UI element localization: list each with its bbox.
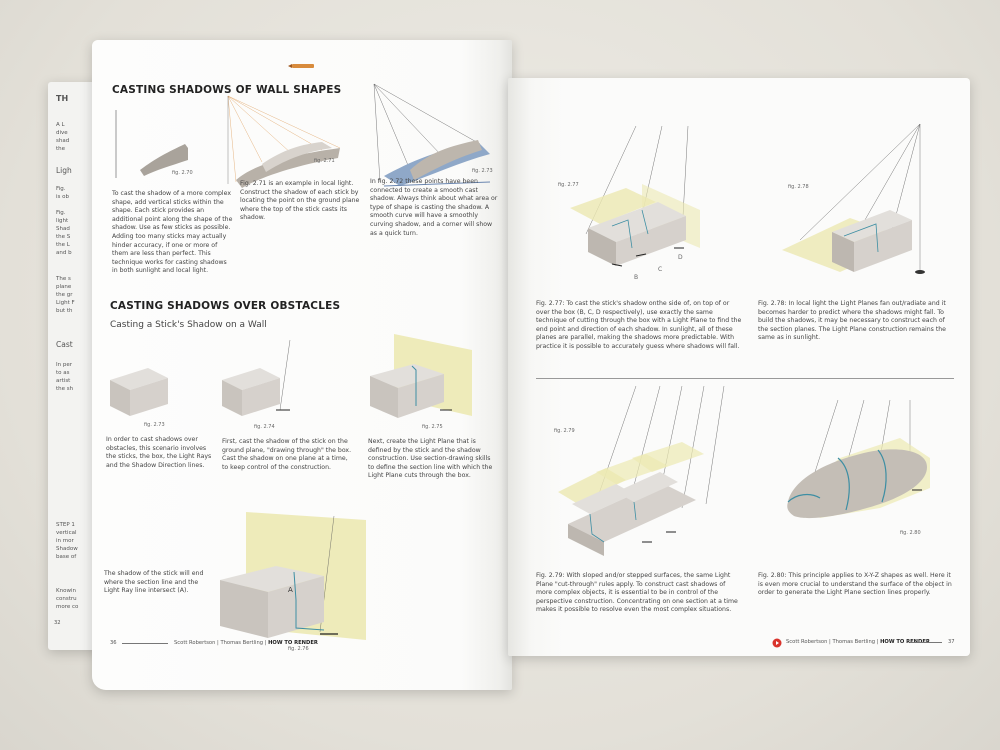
right-footer-rule	[910, 642, 942, 643]
label-point-c: C	[658, 266, 663, 273]
illustration-fig-280	[787, 399, 930, 519]
play-logo-icon	[772, 638, 782, 648]
underlying-text-fragment: Fig.	[56, 210, 66, 216]
text-fig-273: In order to cast shadows over obstacles,…	[106, 436, 212, 469]
text-fig-280: Fig. 2.80: This principle applies to X-Y…	[758, 572, 952, 597]
underlying-text-fragment: shad	[56, 138, 70, 144]
section-title-obstacles: CASTING SHADOWS OVER OBSTACLES	[110, 300, 341, 312]
underlying-text-fragment: more co	[56, 604, 79, 610]
illustration-fig-270	[115, 110, 188, 178]
underlying-text-fragment: vertical	[56, 530, 77, 536]
fig-label-280: fig. 2.80	[900, 530, 921, 536]
section-title-wall-shapes: CASTING SHADOWS OF WALL SHAPES	[112, 84, 342, 96]
fig-label-274: fig. 2.74	[254, 424, 275, 430]
fig-label-273: fig. 2.73	[144, 422, 165, 428]
illustration-fig-275	[370, 334, 472, 418]
fig-label-278: fig. 2.78	[788, 184, 809, 190]
fig-label-276: fig. 2.76	[288, 646, 309, 652]
underlying-text-fragment: the	[56, 146, 66, 152]
underlying-page-number: 32	[54, 620, 61, 626]
text-fig-270: To cast the shadow of a more complex sha…	[112, 190, 233, 275]
underlying-text-fragment: A L	[56, 122, 65, 128]
underlying-text-fragment: artist	[56, 378, 71, 384]
underlying-text-fragment: Knowin	[56, 588, 76, 594]
underlying-text-fragment: in mor	[56, 538, 74, 544]
text-fig-277: Fig. 2.77: To cast the stick's shadow on…	[536, 300, 742, 350]
fig-label-273-top: fig. 2.73	[472, 168, 493, 174]
underlying-text-fragment: but th	[56, 308, 73, 314]
right-page-number: 37	[948, 639, 955, 645]
fig-label-270: fig. 2.70	[172, 170, 193, 176]
underlying-text-fragment: STEP 1	[56, 522, 75, 528]
text-fig-276: The shadow of the stick will end where t…	[104, 570, 204, 595]
underlying-text-fragment: and b	[56, 250, 72, 256]
pencil-icon	[288, 64, 314, 68]
illustration-fig-273	[110, 368, 168, 416]
left-page: CASTING SHADOWS OF WALL SHAPES fig. 2.70…	[92, 40, 512, 690]
fig-label-277: fig. 2.77	[558, 182, 579, 188]
fig-label-275: fig. 2.75	[422, 424, 443, 430]
right-footer-authors: Scott Robertson | Thomas Bertling | HOW …	[786, 639, 930, 645]
label-point-b: B	[634, 274, 639, 281]
text-fig-278: Fig. 2.78: In local light the Light Plan…	[758, 300, 946, 342]
underlying-text-fragment: the gr	[56, 292, 73, 298]
underlying-text-fragment: the sh	[56, 386, 74, 392]
illustration-fig-274	[222, 339, 291, 416]
fig-label-279: fig. 2.79	[554, 428, 575, 434]
text-fig-279: Fig. 2.79: With sloped and/or stepped su…	[536, 572, 738, 614]
illustration-fig-277	[570, 125, 700, 267]
underlying-text-fragment: light	[56, 218, 69, 224]
illustration-fig-279	[558, 385, 725, 556]
underlying-text-fragment: The s	[56, 276, 71, 282]
text-fig-271: Fig. 2.71 is an example in local light. …	[240, 180, 360, 222]
underlying-text-fragment: Light F	[56, 300, 75, 306]
underlying-text-fragment: Fig.	[56, 186, 66, 192]
underlying-text-fragment: the S	[56, 234, 71, 240]
illustration-fig-271	[227, 95, 341, 188]
underlying-text-fragment: dive	[56, 130, 68, 136]
left-footer-authors: Scott Robertson | Thomas Bertling | HOW …	[174, 640, 318, 646]
illustration-fig-278	[782, 123, 925, 274]
text-fig-275: Next, create the Light Plane that is def…	[368, 438, 493, 480]
underlying-text-fragment: plane	[56, 284, 72, 290]
subsection-title-stick-shadow: Casting a Stick's Shadow on a Wall	[110, 320, 267, 330]
label-point-a: A	[288, 586, 293, 594]
text-fig-274: First, cast the shadow of the stick on t…	[222, 438, 352, 471]
underlying-text-fragment: Ligh	[56, 166, 72, 175]
underlying-text-fragment: constru	[56, 596, 77, 602]
illustration-fig-276	[220, 512, 366, 640]
label-point-d: D	[678, 254, 683, 261]
left-page-number: 36	[110, 640, 117, 646]
right-page: fig. 2.77 B C D fig. 2.78	[508, 78, 970, 656]
underlying-text-fragment: the L	[56, 242, 70, 248]
fig-label-271: fig. 2.71	[314, 158, 335, 164]
underlying-text-fragment: Shadow	[56, 546, 78, 552]
underlying-text-fragment: In per	[56, 362, 72, 368]
underlying-text-fragment: Cast	[56, 340, 73, 349]
text-fig-272: In fig. 2.72 these points have been conn…	[370, 178, 498, 237]
underlying-text-fragment: to as	[56, 370, 70, 376]
underlying-text-fragment: Shad	[56, 226, 70, 232]
section-divider	[536, 378, 954, 379]
underlying-text-fragment: TH	[56, 94, 69, 103]
underlying-text-fragment: is ob	[56, 194, 69, 200]
underlying-text-fragment: base of	[56, 554, 77, 560]
illustration-fig-272	[373, 83, 491, 187]
left-footer-rule	[122, 643, 168, 644]
